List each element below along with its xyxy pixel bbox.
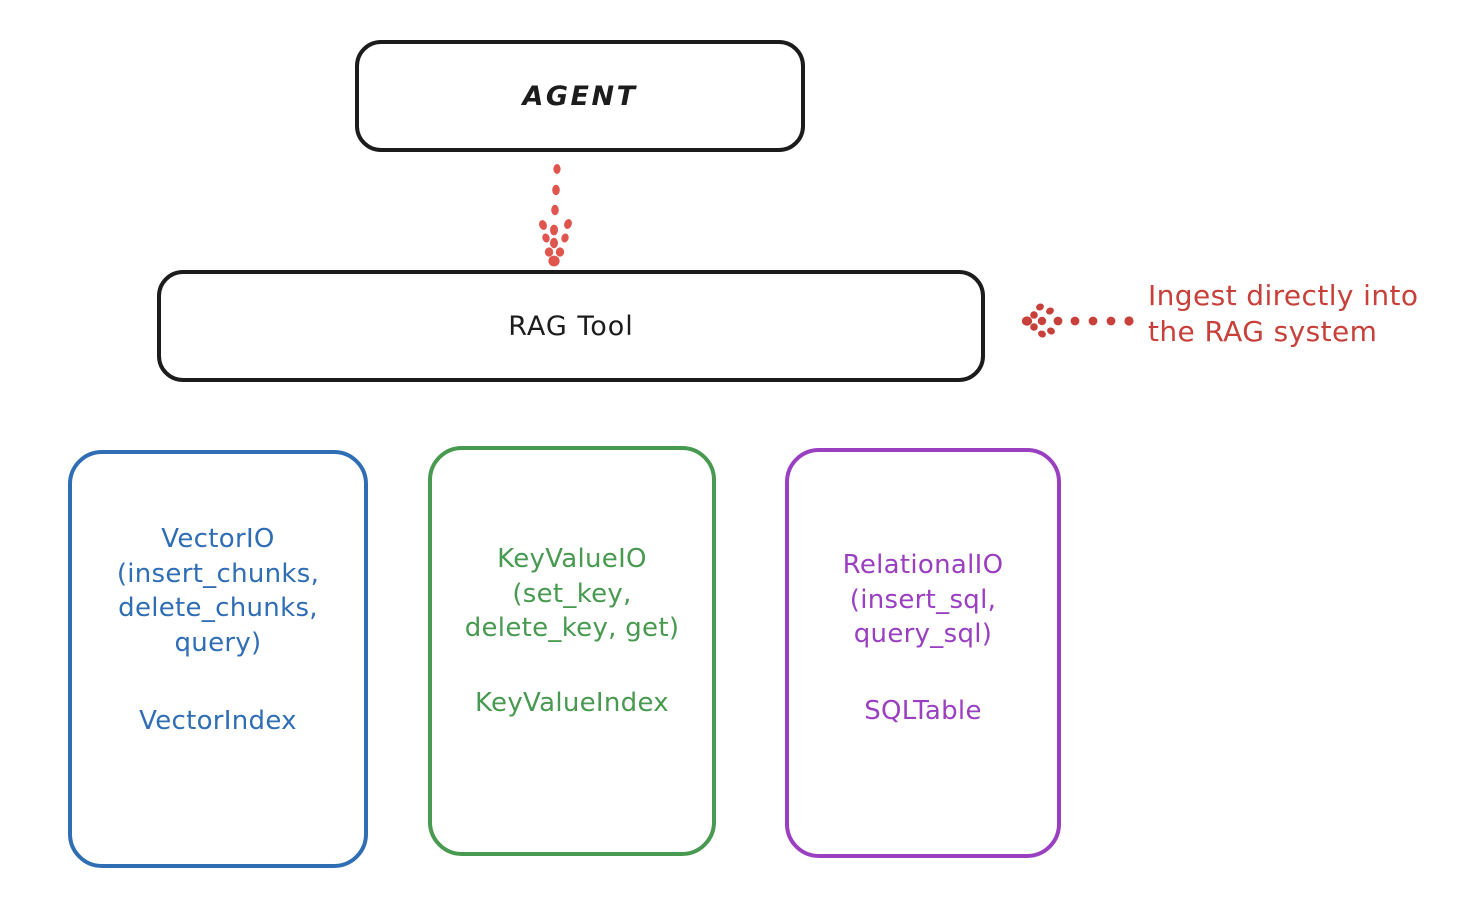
node-agent[interactable]: AGENT [355,40,805,152]
node-vector-io-signature: VectorIO (insert_chunks, delete_chunks, … [116,524,320,658]
node-key-value-io-index: KeyValueIndex [474,687,669,718]
node-agent-label: AGENT [522,80,638,112]
node-relational-io-index: SQLTable [864,695,982,726]
annotation-ingest-note: Ingest directly into the RAG system [1148,279,1419,349]
node-vector-io-content: VectorIO (insert_chunks, delete_chunks, … [72,454,364,736]
annotation-arrow-icon [1021,303,1134,338]
node-relational-io-signature: RelationalIO (insert_sql, query_sql) [842,550,1004,650]
node-vector-io-index: VectorIndex [139,706,297,737]
node-key-value-io-content: KeyValueIO (set_key, delete_key, get) Ke… [432,450,712,718]
node-vector-io[interactable]: VectorIO (insert_chunks, delete_chunks, … [68,450,368,868]
node-rag-tool-label: RAG Tool [508,310,634,342]
node-key-value-io[interactable]: KeyValueIO (set_key, delete_key, get) Ke… [428,446,716,856]
connector-agent-to-rag-tool-icon [539,164,572,267]
node-rag-tool[interactable]: RAG Tool [157,270,985,382]
node-relational-io[interactable]: RelationalIO (insert_sql, query_sql) SQL… [785,448,1061,858]
node-relational-io-content: RelationalIO (insert_sql, query_sql) SQL… [789,452,1057,726]
node-key-value-io-signature: KeyValueIO (set_key, delete_key, get) [464,544,680,644]
